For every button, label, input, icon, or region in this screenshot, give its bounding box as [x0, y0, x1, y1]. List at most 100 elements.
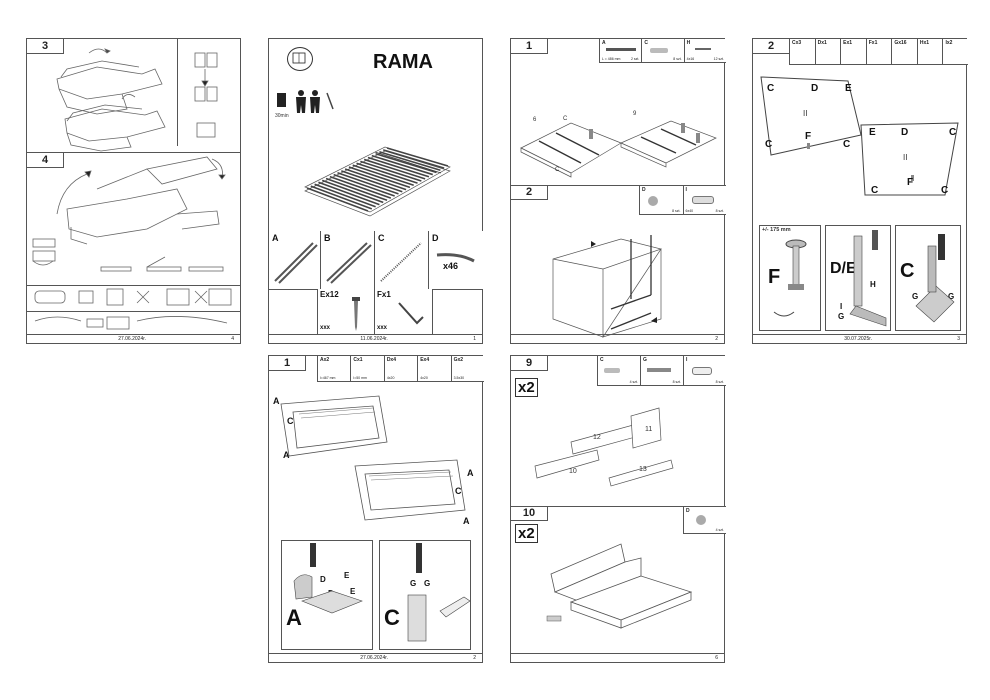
part-code: Ax2	[320, 357, 330, 363]
callout-label: E	[845, 83, 852, 94]
page-footer: 30.07.2025r. 3	[753, 334, 966, 343]
parts-strip-step2: D 8 szt. I 6x40 8 szt.	[639, 185, 726, 215]
part-qty: 4 szt.	[629, 380, 638, 384]
callout-label: C	[941, 185, 949, 196]
adjustable-foot-drawing	[773, 239, 807, 317]
part-letter: D	[642, 187, 646, 193]
footer-date: 11.06.2024r.	[360, 336, 388, 342]
part-code: Cx3	[792, 40, 802, 46]
part-qty: 8 szt.	[715, 209, 724, 213]
page-footer: 27.06.2024r. 4	[27, 334, 240, 343]
bed-slat	[325, 177, 388, 202]
part-code: Dx1	[817, 40, 827, 46]
fastener-quantity: xxx	[377, 325, 388, 331]
page-footer: 2	[511, 334, 724, 343]
panel-label: 13	[639, 466, 647, 473]
part-letter: B	[324, 233, 331, 243]
detail-letter: C	[384, 605, 400, 630]
part-note: l=467 mm	[320, 376, 336, 380]
step-number: 10	[511, 506, 548, 521]
part-qty: 8 szt.	[715, 380, 724, 384]
frame-corners-drawing	[280, 395, 466, 521]
bed-slat	[352, 164, 414, 187]
part-code: Ix2	[945, 40, 953, 46]
detail-box-de: D/E H I G	[825, 225, 891, 331]
callout-label: A	[463, 516, 470, 526]
part-qty: 12 szt.	[713, 57, 724, 61]
instruction-page-steps-9-10: 9 x2 C 4 szt. G 8 szt. I 8 szt. 10 11 12…	[510, 355, 726, 663]
callout-label: D	[811, 83, 819, 94]
fastener-code: Fx1	[377, 290, 391, 299]
bed-slat	[318, 181, 380, 206]
footer-page: 2	[715, 336, 718, 342]
detail-letter: G	[424, 579, 431, 588]
panel-label: 9	[633, 111, 637, 117]
part-qty: 2 szt.	[630, 57, 640, 61]
bed-slat	[314, 183, 376, 208]
detail-letter: A	[286, 605, 302, 630]
callout-label: F	[907, 177, 914, 188]
part-qty: 8 szt.	[673, 57, 682, 61]
detail-box-c: C G G	[895, 225, 961, 331]
part-letter: I	[686, 357, 688, 363]
detail-letter: F	[768, 266, 781, 288]
part-letter: A	[272, 233, 279, 243]
callout-label: C	[455, 486, 462, 496]
step9-drawer-parts	[534, 407, 674, 487]
footer-date: 30.07.2025r.	[844, 336, 873, 342]
panel-label: 12	[593, 434, 601, 441]
fastener-cell-fx1: Fx1 xxx	[375, 289, 433, 335]
step-number: 1	[511, 39, 548, 54]
part-code: Gx2	[453, 357, 464, 363]
part-note: L = 486 mm	[602, 57, 621, 61]
allen-key-icon	[398, 302, 424, 325]
bed-slat	[367, 156, 430, 178]
step-number: 3	[27, 39, 64, 54]
part-code: Fx1	[868, 40, 878, 46]
part-note: 6x40	[685, 209, 694, 213]
detail-letter: I	[840, 302, 843, 311]
part-code: Gx16	[894, 40, 907, 46]
bed-slat	[356, 162, 418, 184]
part-note: 4x20	[420, 376, 428, 380]
bed-slat	[371, 154, 433, 176]
detail-box-c: C G G	[379, 540, 471, 650]
part-letter: A	[602, 40, 606, 46]
callout-label: C	[767, 83, 775, 94]
footer-page: 2	[473, 655, 476, 661]
part-letter: D	[432, 233, 439, 243]
panel-label: 6	[533, 117, 537, 123]
detail-letter: G	[948, 292, 955, 301]
part-code: Ex4	[420, 357, 430, 363]
detail-letter: C	[900, 260, 915, 282]
rail-parts-drawing	[274, 242, 475, 284]
step1-panels-drawing	[520, 120, 717, 178]
step-number: 1	[269, 356, 306, 371]
callout-label: F	[805, 131, 812, 142]
instruction-page-sofa: 3 4	[26, 38, 241, 344]
part-note: l=50 mm	[353, 376, 367, 380]
multiplier-badge: x2	[515, 524, 538, 543]
part-letter: D	[686, 508, 690, 514]
part-callout: C	[563, 116, 568, 122]
part-letter: H	[686, 40, 691, 46]
detail-letter: H	[870, 280, 876, 289]
part-letter: C	[644, 40, 648, 46]
footer-date: 27.06.2024r.	[118, 336, 147, 342]
panel-label: 11	[645, 426, 653, 433]
part-cell-d: D x46	[429, 231, 484, 289]
parts-strip-header: Cx3 Dx1 Ex1 Fx1 Gx16 Hx1 Ix2	[789, 39, 968, 65]
instruction-page-steps-1-2: 1 A L = 486 mm 2 szt. C 8 szt. H 4x16 12…	[510, 38, 726, 344]
parts-strip-step1: A L = 486 mm 2 szt. C 8 szt. H 4x16 12 s…	[599, 39, 726, 63]
bed-slat	[360, 160, 422, 182]
corner-bracket-drawing	[915, 234, 955, 323]
part-letter: G	[643, 357, 647, 363]
detail-letter: E	[344, 571, 350, 580]
bed-slat	[363, 158, 426, 180]
screw-icon	[352, 297, 360, 331]
callout-label: A	[283, 450, 290, 460]
step-number: 2	[753, 39, 790, 54]
bed-slat	[386, 147, 449, 167]
manual-book-icon	[287, 47, 313, 71]
